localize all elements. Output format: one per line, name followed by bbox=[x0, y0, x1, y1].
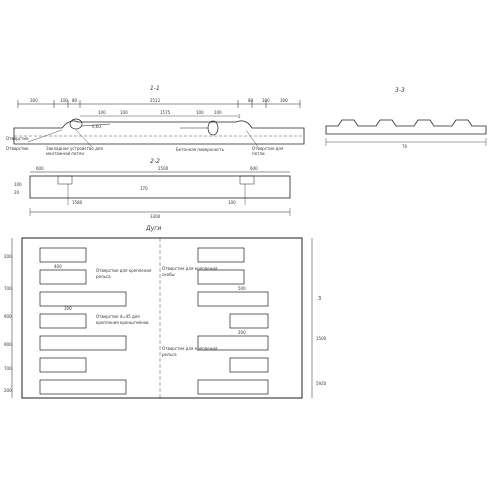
plan-frame bbox=[21, 237, 303, 399]
small-labels: 400 300 500 200 bbox=[54, 264, 246, 335]
slab-plate bbox=[39, 379, 127, 395]
center-label: 170 bbox=[140, 186, 148, 191]
callout-ml: Отверстие d=45 для bbox=[96, 314, 140, 319]
slab-plate bbox=[197, 269, 245, 285]
small-label: 500 bbox=[238, 286, 246, 291]
callout-tl-2: рельса bbox=[96, 274, 111, 279]
callout-under-left: Закладное устройство для bbox=[46, 146, 103, 151]
slab-plate bbox=[197, 335, 269, 351]
dim-label: 100 bbox=[196, 110, 204, 115]
dim-label: 100 bbox=[60, 98, 68, 103]
callout-under-right-2: петли bbox=[252, 151, 265, 156]
slab-group-right bbox=[197, 247, 269, 395]
dim-label: 900 bbox=[4, 314, 12, 319]
small-label: 400 bbox=[54, 264, 62, 269]
dim-label: 300 bbox=[30, 98, 38, 103]
small-label: 300 bbox=[64, 306, 72, 311]
leader-line bbox=[75, 129, 93, 148]
callout-left-2: Отверстие bbox=[6, 146, 29, 151]
dim-label: 100 bbox=[228, 200, 236, 205]
section-1-1: 1-1 300 100 80 2512 80 100 300 100 100 1… bbox=[6, 85, 305, 156]
caption: Дуги bbox=[145, 225, 161, 232]
section-3-3-mark: 3-3 bbox=[395, 87, 405, 94]
small-mark: 0,60 bbox=[92, 124, 101, 129]
dim-label: 300 bbox=[280, 98, 288, 103]
dimension-ticks bbox=[17, 100, 301, 108]
side-label: 100 bbox=[14, 182, 22, 187]
callout-mr-2: рельса bbox=[162, 352, 177, 357]
recess-right bbox=[239, 175, 255, 185]
slab-plate bbox=[39, 313, 87, 329]
dim-label: 1500 bbox=[158, 166, 169, 171]
dim-label: 80 bbox=[72, 98, 78, 103]
callout-under-right: Отверстие для bbox=[252, 146, 284, 151]
dim-label: 1575 bbox=[160, 110, 171, 115]
lifting-loop-right bbox=[207, 120, 219, 136]
slab-plate bbox=[197, 247, 245, 263]
dim-label: 1580 bbox=[72, 200, 83, 205]
plan-view: 200 700 900 900 700 200 1500 5920 3 bbox=[4, 237, 327, 399]
dim-label: 200 bbox=[4, 388, 12, 393]
recess-left bbox=[57, 175, 73, 185]
callout-under-mid: Бетонная поверхность bbox=[176, 147, 225, 152]
dim-label: 100 bbox=[98, 110, 106, 115]
section-2-2: 2-2 600 1500 600 100 20 170 1580 100 330… bbox=[14, 158, 291, 219]
beam-outline bbox=[29, 175, 291, 199]
slab-plate bbox=[39, 291, 127, 307]
dim-label: 80 bbox=[248, 98, 254, 103]
slab-plate bbox=[197, 291, 269, 307]
dim-label: 100 bbox=[120, 110, 128, 115]
slab-plate bbox=[39, 269, 87, 285]
callout-tr: Отверстие для крепления bbox=[162, 266, 218, 271]
dim-label: 3300 bbox=[150, 214, 161, 219]
callout-tr-2: скобы bbox=[162, 272, 175, 277]
leader-line bbox=[245, 129, 259, 148]
callout-tl: Отверстие для крепления bbox=[96, 268, 152, 273]
slab-outline bbox=[13, 120, 305, 145]
callout-left: Отверстие bbox=[6, 136, 29, 141]
lifting-loop-left bbox=[69, 118, 83, 130]
profile-outline bbox=[325, 119, 487, 135]
dim-label: 2512 bbox=[150, 98, 161, 103]
small-label: 200 bbox=[238, 330, 246, 335]
leader-line bbox=[27, 129, 63, 143]
section-2-2-mark: 2-2 bbox=[150, 158, 160, 165]
dim-label: 600 bbox=[250, 166, 258, 171]
callout-mr: Отверстие для крепления bbox=[162, 346, 218, 351]
slab-plate bbox=[39, 335, 127, 351]
dim-label: 100 bbox=[214, 110, 222, 115]
slab-group-left bbox=[39, 247, 127, 395]
section-3-3: 3-3 70 bbox=[325, 87, 487, 149]
slab-plate bbox=[39, 357, 87, 373]
dim-label: 5920 bbox=[316, 381, 327, 386]
dim-label: 1500 bbox=[316, 336, 327, 341]
dim-label: 600 bbox=[36, 166, 44, 171]
side-label: 20 bbox=[14, 190, 20, 195]
dim-label: 900 bbox=[4, 342, 12, 347]
dim-label: 700 bbox=[4, 286, 12, 291]
slab-plate bbox=[229, 313, 269, 329]
small-mark: 2 bbox=[238, 114, 241, 119]
dim-label: 200 bbox=[4, 254, 12, 259]
section-cut-mark: 3 bbox=[318, 296, 321, 302]
slab-plate bbox=[39, 247, 87, 263]
slab-plate bbox=[229, 357, 269, 373]
callout-ml-2: крепления кронштейнов bbox=[96, 320, 149, 325]
dim-label: 70 bbox=[402, 144, 408, 149]
dim-label: 700 bbox=[4, 366, 12, 371]
section-1-1-mark: 1-1 bbox=[150, 85, 160, 92]
bar bbox=[81, 123, 111, 127]
slab-plate bbox=[197, 379, 269, 395]
callout-under-left-2: монтажной петли bbox=[46, 151, 84, 156]
